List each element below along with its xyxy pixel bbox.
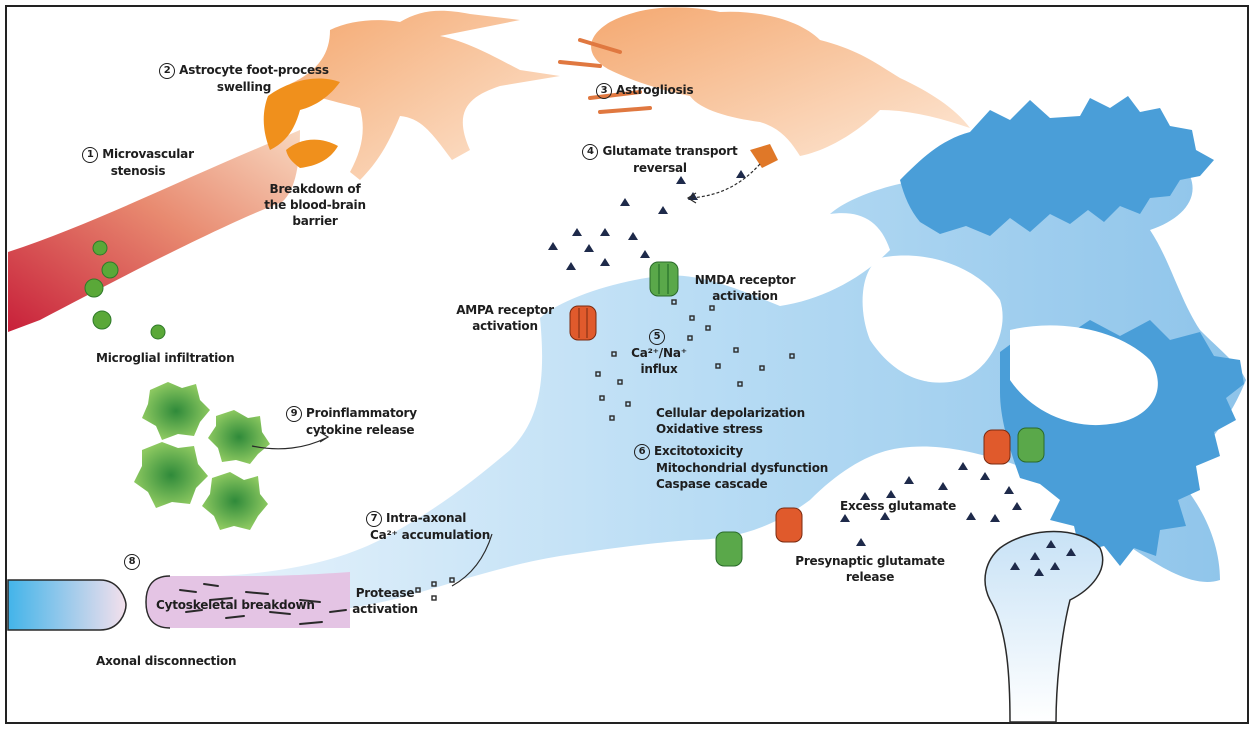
label-glutamate-transport: 4 Glutamate transport reversal xyxy=(560,143,760,176)
step-number: 5 xyxy=(649,329,665,345)
label-intra-axonal: 7 Intra-axonal Ca²⁺ accumulation xyxy=(366,510,490,543)
label-line: Cellular depolarization xyxy=(656,406,805,420)
label-presynaptic: Presynaptic glutamate release xyxy=(780,553,960,585)
label-line: activation xyxy=(352,602,418,616)
label-line: barrier xyxy=(292,214,337,228)
label-line: Microvascular xyxy=(102,147,194,161)
label-line: Excitotoxicity xyxy=(654,444,743,458)
label-astrocyte-swelling: 2 Astrocyte foot-process swelling xyxy=(144,62,344,95)
step-number: 9 xyxy=(286,406,302,422)
label-ampa: AMPA receptor activation xyxy=(440,302,570,334)
label-line: the blood-brain xyxy=(264,198,366,212)
label-microglial: Microglial infiltration xyxy=(96,350,234,366)
label-line: Astrocyte foot-process xyxy=(179,63,329,77)
label-line: activation xyxy=(472,319,538,333)
nmda-receptor xyxy=(650,262,678,296)
step-number: 8 xyxy=(124,554,140,570)
label-line: Caspase cascade xyxy=(656,477,768,491)
label-excess-glutamate: Excess glutamate xyxy=(840,498,956,514)
step-number: 2 xyxy=(159,63,175,79)
label-line: Proinflammatory xyxy=(306,406,417,420)
label-line: Glutamate transport xyxy=(602,144,737,158)
label-line: AMPA receptor xyxy=(456,303,554,317)
label-microvascular: 1 Microvascular stenosis xyxy=(78,146,198,179)
ampa-receptor xyxy=(570,306,596,340)
label-line: NMDA receptor xyxy=(695,273,796,287)
label-line: Astrogliosis xyxy=(616,83,693,97)
step-number: 1 xyxy=(82,147,98,163)
label-line: Cytoskeletal breakdown xyxy=(156,598,315,612)
label-astrogliosis: 3 Astrogliosis xyxy=(596,82,693,99)
label-line: cytokine release xyxy=(306,423,414,437)
label-step8: 8 xyxy=(124,553,144,570)
step-number: 3 xyxy=(596,83,612,99)
label-cytokine: 9 Proinflammatory cytokine release xyxy=(286,405,417,438)
label-line: Presynaptic glutamate xyxy=(795,554,945,568)
presynaptic-terminal xyxy=(985,532,1103,723)
label-bbb: Breakdown of the blood-brain barrier xyxy=(250,181,380,229)
label-axonal: Axonal disconnection xyxy=(96,653,236,669)
label-protease: Protease activation xyxy=(340,585,430,617)
axon-stub xyxy=(8,580,126,630)
label-cascade: 6 Excitotoxicity Mitochondrial dysfunctio… xyxy=(634,443,828,492)
label-line: Excess glutamate xyxy=(840,499,956,513)
label-line: Ca²⁺/Na⁺ xyxy=(631,346,687,360)
label-line: Oxidative stress xyxy=(656,422,763,436)
label-line: Breakdown of xyxy=(270,182,361,196)
label-line: swelling xyxy=(217,80,271,94)
label-line: Intra-axonal xyxy=(386,511,466,525)
label-line: Protease xyxy=(356,586,415,600)
label-line: Ca²⁺ accumulation xyxy=(370,528,490,542)
label-nmda: NMDA receptor activation xyxy=(680,272,810,304)
label-cytoskeletal: Cytoskeletal breakdown xyxy=(156,597,315,613)
label-influx: 5 Ca²⁺/Na⁺ influx xyxy=(614,328,704,377)
label-line: Mitochondrial dysfunction xyxy=(656,461,828,475)
label-line: release xyxy=(846,570,894,584)
label-line: activation xyxy=(712,289,778,303)
label-line: reversal xyxy=(633,161,687,175)
label-line: Microglial infiltration xyxy=(96,351,234,365)
step-number: 4 xyxy=(582,144,598,160)
label-effects: Cellular depolarization Oxidative stress xyxy=(656,405,805,437)
step-number: 7 xyxy=(366,511,382,527)
label-line: Axonal disconnection xyxy=(96,654,236,668)
label-line: influx xyxy=(640,362,677,376)
microglia-large xyxy=(134,382,270,530)
label-line: stenosis xyxy=(111,164,166,178)
step-number: 6 xyxy=(634,444,650,460)
